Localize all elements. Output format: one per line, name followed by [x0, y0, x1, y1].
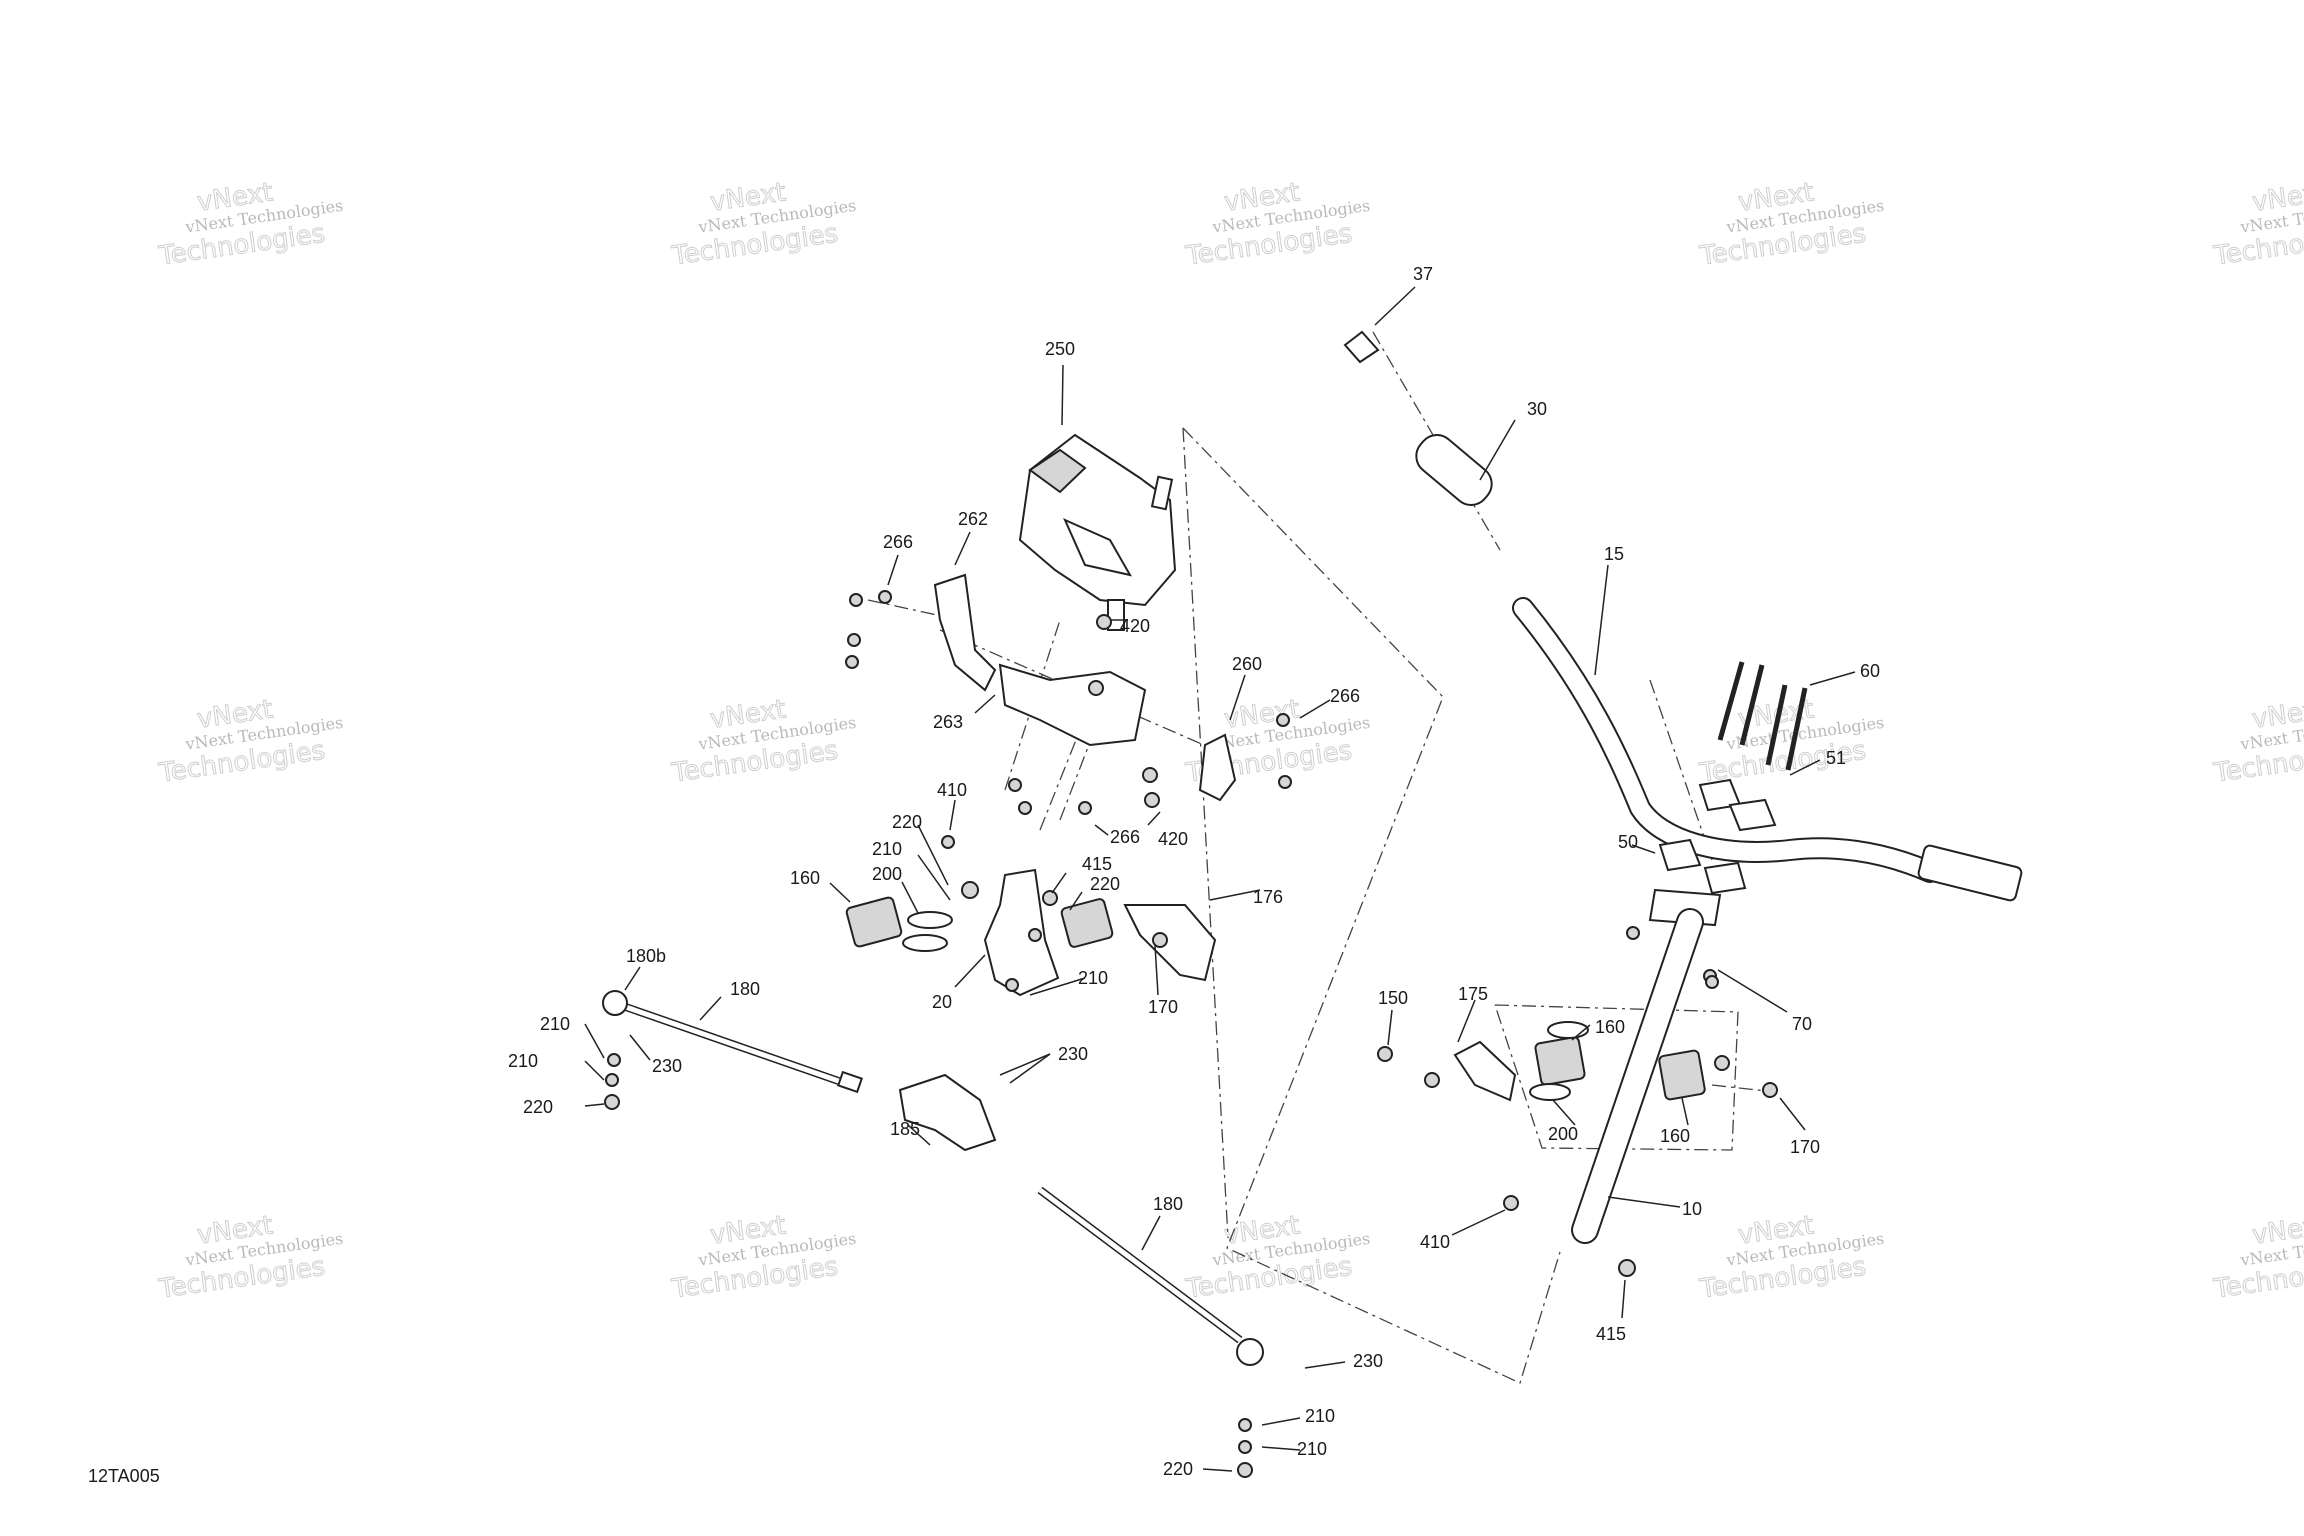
callout-label: 410	[1420, 1232, 1450, 1252]
callout-label: 260	[1232, 654, 1262, 674]
callout-label: 180	[1153, 1194, 1183, 1214]
steering-column-10	[1571, 888, 1722, 1244]
callout-label: 30	[1527, 399, 1547, 419]
callout-label: 160	[790, 868, 820, 888]
callout-label: 266	[1110, 827, 1140, 847]
leader-lines	[584, 286, 1856, 1472]
callout-label: 170	[1148, 997, 1178, 1017]
callout-label: 210	[872, 839, 902, 859]
callout-label: 262	[958, 509, 988, 529]
callout-label: 175	[1458, 984, 1488, 1004]
callout-label: 415	[1596, 1324, 1626, 1344]
callout-label: 210	[508, 1051, 538, 1071]
callout-label: 220	[523, 1097, 553, 1117]
callout-label: 10	[1682, 1199, 1702, 1219]
callout-label: 250	[1045, 339, 1075, 359]
callout-label: 60	[1860, 661, 1880, 681]
motor-brackets	[933, 573, 1237, 802]
callout-label: 200	[1548, 1124, 1578, 1144]
callout-label: 266	[883, 532, 913, 552]
callout-label: 70	[1792, 1014, 1812, 1034]
callout-label: 50	[1618, 832, 1638, 852]
callout-label: 420	[1120, 616, 1150, 636]
callout-label: 230	[652, 1056, 682, 1076]
callout-label: 150	[1378, 988, 1408, 1008]
callout-label: 220	[1163, 1459, 1193, 1479]
callout-label: 263	[933, 712, 963, 732]
callout-label: 170	[1790, 1137, 1820, 1157]
callout-label: 230	[1058, 1044, 1088, 1064]
callout-label: 37	[1413, 264, 1433, 284]
diagram-code: 12TA005	[88, 1466, 160, 1486]
steering-motor-250	[1018, 433, 1177, 631]
callout-label: 410	[937, 780, 967, 800]
callout-label: 210	[540, 1014, 570, 1034]
callout-label: 185	[890, 1119, 920, 1139]
callout-label: 176	[1253, 887, 1283, 907]
callout-label: 266	[1330, 686, 1360, 706]
callout-label: 160	[1595, 1017, 1625, 1037]
callout-label: 15	[1604, 544, 1624, 564]
callout-label: 180b	[626, 946, 666, 966]
callout-label: 20	[932, 992, 952, 1012]
handlebar-clamps	[1658, 661, 1808, 895]
callout-label: 160	[1660, 1126, 1690, 1146]
callout-label: 210	[1305, 1406, 1335, 1426]
callout-label: 220	[892, 812, 922, 832]
callout-label: 180	[730, 979, 760, 999]
callout-label: 420	[1158, 829, 1188, 849]
handlebar-group	[1343, 330, 2023, 902]
callout-label: 210	[1078, 968, 1108, 988]
callout-label: 200	[872, 864, 902, 884]
callout-labels: 250 262 266 420 263 260 266 266 420 410 …	[508, 264, 1880, 1479]
callout-label: 210	[1297, 1439, 1327, 1459]
callout-label: 220	[1090, 874, 1120, 894]
fasteners	[604, 590, 1778, 1478]
callout-label: 230	[1353, 1351, 1383, 1371]
column-mount-parts	[1453, 1021, 1706, 1102]
assembly-outlines	[867, 331, 1776, 1384]
tie-rod-assembly	[602, 990, 1264, 1366]
column-components	[845, 868, 1217, 997]
callout-label: 51	[1826, 748, 1846, 768]
callout-label: 415	[1082, 854, 1112, 874]
